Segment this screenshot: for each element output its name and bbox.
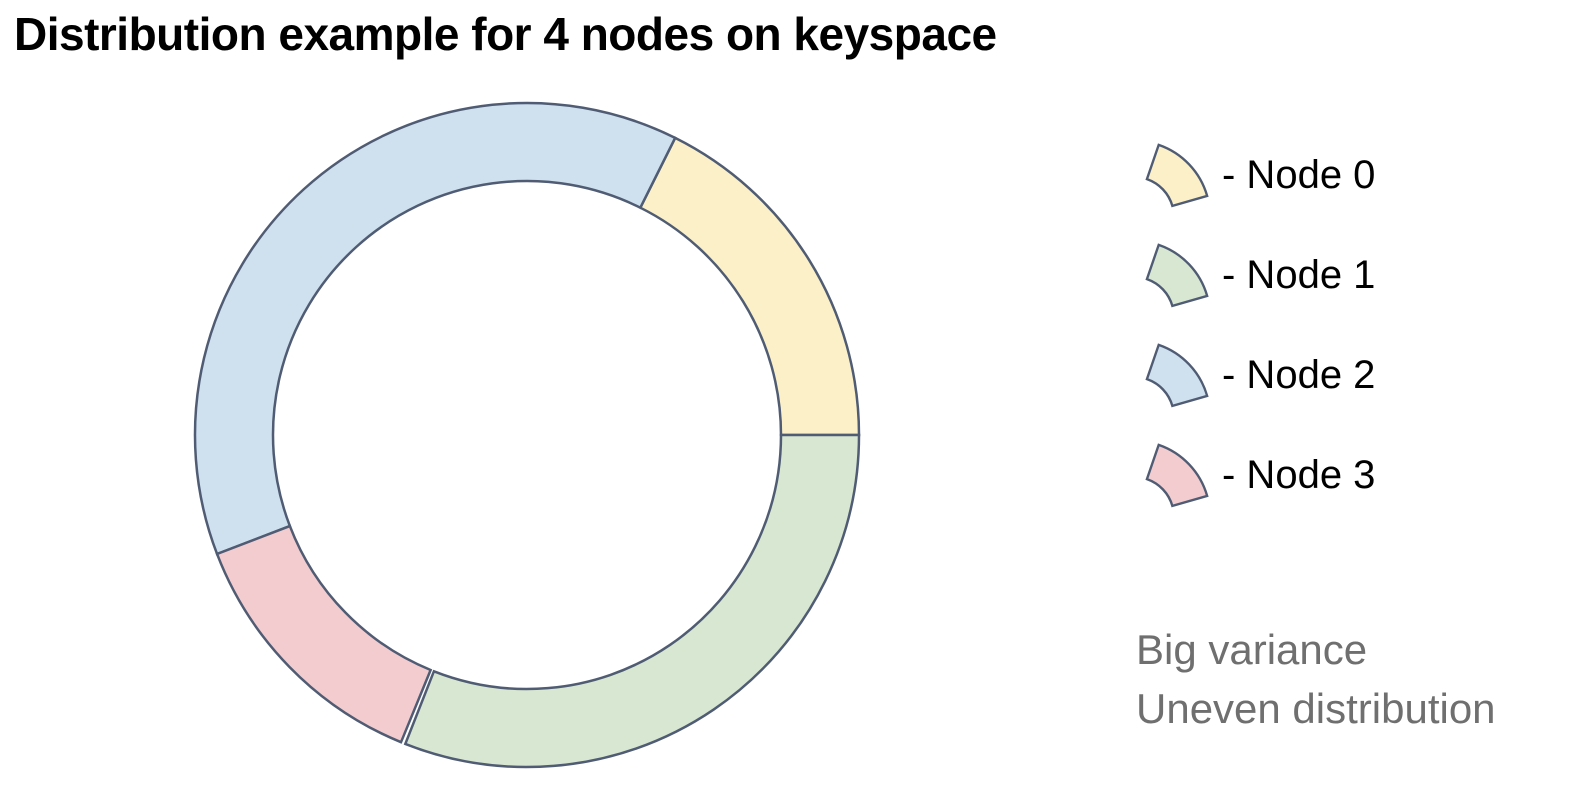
- donut-segment-node-1: [403, 433, 861, 769]
- legend-wedge-icon: [1145, 143, 1209, 208]
- legend-wedge-icon: [1145, 343, 1209, 408]
- legend-wedge-icon: [1145, 243, 1209, 308]
- annotation-note: Big variance Uneven distribution: [1136, 620, 1496, 738]
- donut-segment-node-0: [638, 136, 861, 437]
- legend-swatch-node-1-icon: [1145, 243, 1209, 308]
- legend-item-node-0: - Node 0: [1132, 140, 1375, 210]
- donut-chart: [193, 101, 861, 769]
- legend-label-node-0: - Node 0: [1222, 152, 1376, 197]
- page-title: Distribution example for 4 nodes on keys…: [14, 8, 997, 60]
- donut-segment-node-3: [215, 524, 433, 744]
- donut-segment-node-2: [193, 101, 677, 556]
- legend-label-node-3: - Node 3: [1222, 452, 1376, 497]
- annotation-line-1: Big variance: [1136, 626, 1368, 673]
- legend-wedge-icon: [1145, 443, 1209, 508]
- legend-item-node-2: - Node 2: [1132, 340, 1375, 410]
- legend-label-node-2: - Node 2: [1222, 352, 1376, 397]
- annotation-line-2: Uneven distribution: [1136, 685, 1496, 732]
- legend-swatch-node-3-icon: [1145, 443, 1209, 508]
- legend-item-node-1: - Node 1: [1132, 240, 1375, 310]
- legend-item-node-3: - Node 3: [1132, 440, 1375, 510]
- legend: - Node 0 - Node 1 - Node 2 - Node 3: [1132, 140, 1375, 540]
- legend-label-node-1: - Node 1: [1222, 252, 1376, 297]
- legend-swatch-node-0-icon: [1145, 143, 1209, 208]
- legend-swatch-node-2-icon: [1145, 343, 1209, 408]
